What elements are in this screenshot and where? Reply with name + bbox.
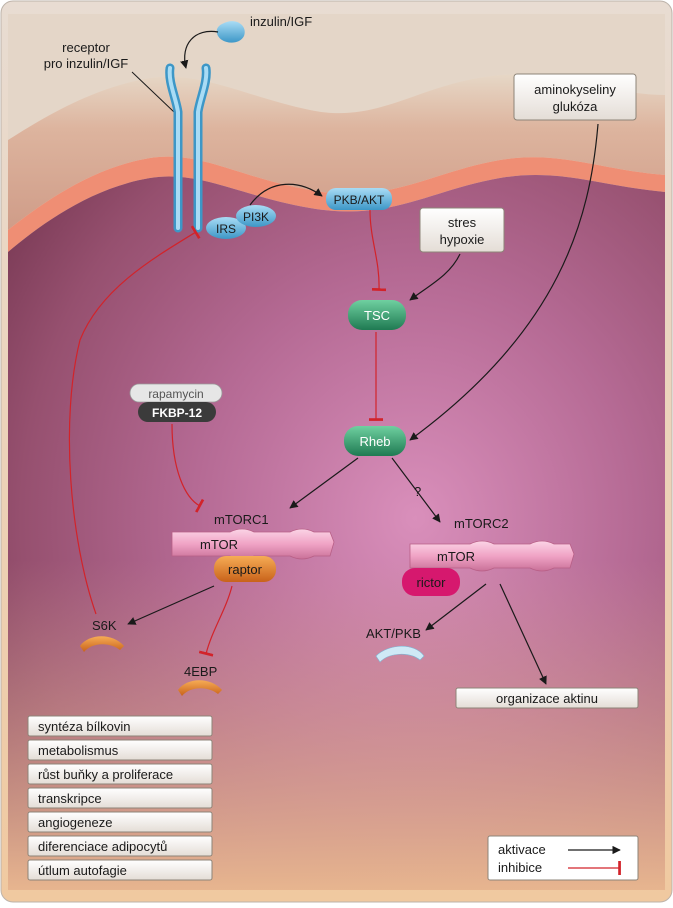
irs-protein [206, 217, 246, 239]
raptor-protein [214, 556, 276, 582]
rictor-protein [402, 568, 460, 596]
pkb-akt-protein [326, 188, 392, 210]
mtor-mtorc1-label: mTOR [200, 537, 238, 552]
mtor-mtorc2-label: mTOR [437, 549, 475, 564]
unknown-link-mark: ? [414, 484, 421, 499]
rheb-activates-mtorc2 [391, 457, 441, 523]
rheb-protein [344, 426, 406, 456]
s6k-inhibits-irs [68, 225, 201, 615]
cell-membrane-outer [8, 74, 665, 231]
pi3k-to-pkb-arrow [249, 183, 323, 206]
outcome-box [27, 763, 213, 785]
extracellular-space [8, 14, 665, 140]
receptor-label-2: pro inzulin/IGF [44, 56, 129, 71]
ligand-binding-arrow [180, 30, 219, 69]
rheb-activates-mtorc1 [289, 457, 359, 509]
raptor-label: raptor [228, 562, 263, 577]
rheb-label: Rheb [359, 434, 390, 449]
pi3k-protein [236, 205, 276, 227]
outcome-label: růst buňky a proliferace [38, 767, 173, 782]
mtor-mtorc1-protein [171, 528, 335, 560]
tsc-label: TSC [364, 308, 390, 323]
tsc-protein [348, 300, 406, 330]
mtorc1-inhibits-4ebp [198, 585, 233, 657]
4ebp-protein [178, 680, 222, 696]
outcomes-list: syntéza bílkovin metabolismus růst buňky… [27, 715, 213, 881]
outcome-box [27, 787, 213, 809]
nutrients-label-1: aminokyseliny [534, 82, 616, 97]
akt-pkb-protein [375, 645, 425, 663]
mtor-mtorc2-protein [409, 540, 575, 572]
stress-activates-tsc [409, 253, 461, 301]
ligand-label: inzulin/IGF [250, 14, 312, 29]
outcome-box [27, 739, 213, 761]
fkbp12-protein [138, 402, 216, 422]
actin-label: organizace aktinu [496, 691, 598, 706]
irs-label: IRS [216, 222, 236, 236]
outcome-box [27, 715, 213, 737]
akt-pkb-label: AKT/PKB [366, 626, 421, 641]
receptor-label-1: receptor [62, 40, 110, 55]
outcome-label: transkripce [38, 791, 102, 806]
stress-box [419, 207, 505, 253]
ligand-icon [216, 21, 245, 43]
s6k-label: S6K [92, 618, 117, 633]
stress-label-2: hypoxie [440, 232, 485, 247]
legend-inhibition-label: inhibice [498, 860, 542, 875]
mtorc1-activates-s6k [127, 585, 215, 625]
nutrients-box [513, 73, 637, 121]
s6k-protein [80, 636, 124, 652]
outcome-box [27, 859, 213, 881]
outcome-label: diferenciace adipocytů [38, 839, 167, 854]
4ebp-label: 4EBP [184, 664, 217, 679]
insulin-receptor-icon [165, 63, 211, 233]
pkb-inhibits-tsc [369, 209, 387, 292]
nutrients-activate-rheb [409, 123, 599, 441]
rapamycin-label: rapamycin [148, 387, 203, 401]
mtorc1-label: mTORC1 [214, 512, 269, 527]
mtorc2-to-actin [499, 583, 547, 685]
legend-activation-label: aktivace [498, 842, 546, 857]
outcome-label: útlum autofagie [38, 863, 127, 878]
legend: aktivace inhibice [487, 835, 639, 881]
outcome-label: angiogeneze [38, 815, 112, 830]
outcome-box [27, 835, 213, 857]
actin-box [455, 687, 639, 709]
stress-label-1: stres [448, 215, 477, 230]
mtorc2-activates-akt [425, 583, 487, 631]
outcome-box [27, 811, 213, 833]
pkb-akt-label: PKB/AKT [334, 193, 385, 207]
legend-box [487, 835, 639, 881]
pi3k-label: PI3K [243, 210, 269, 224]
receptor-leader-line [131, 71, 175, 113]
nutrients-label-2: glukóza [553, 99, 599, 114]
mtorc2-label: mTORC2 [454, 516, 509, 531]
outcome-label: metabolismus [38, 743, 119, 758]
rictor-label: rictor [417, 575, 447, 590]
fkbp12-label: FKBP-12 [152, 406, 202, 420]
outcome-label: syntéza bílkovin [38, 719, 131, 734]
rapamycin-inhibits-mtorc1 [171, 423, 205, 513]
